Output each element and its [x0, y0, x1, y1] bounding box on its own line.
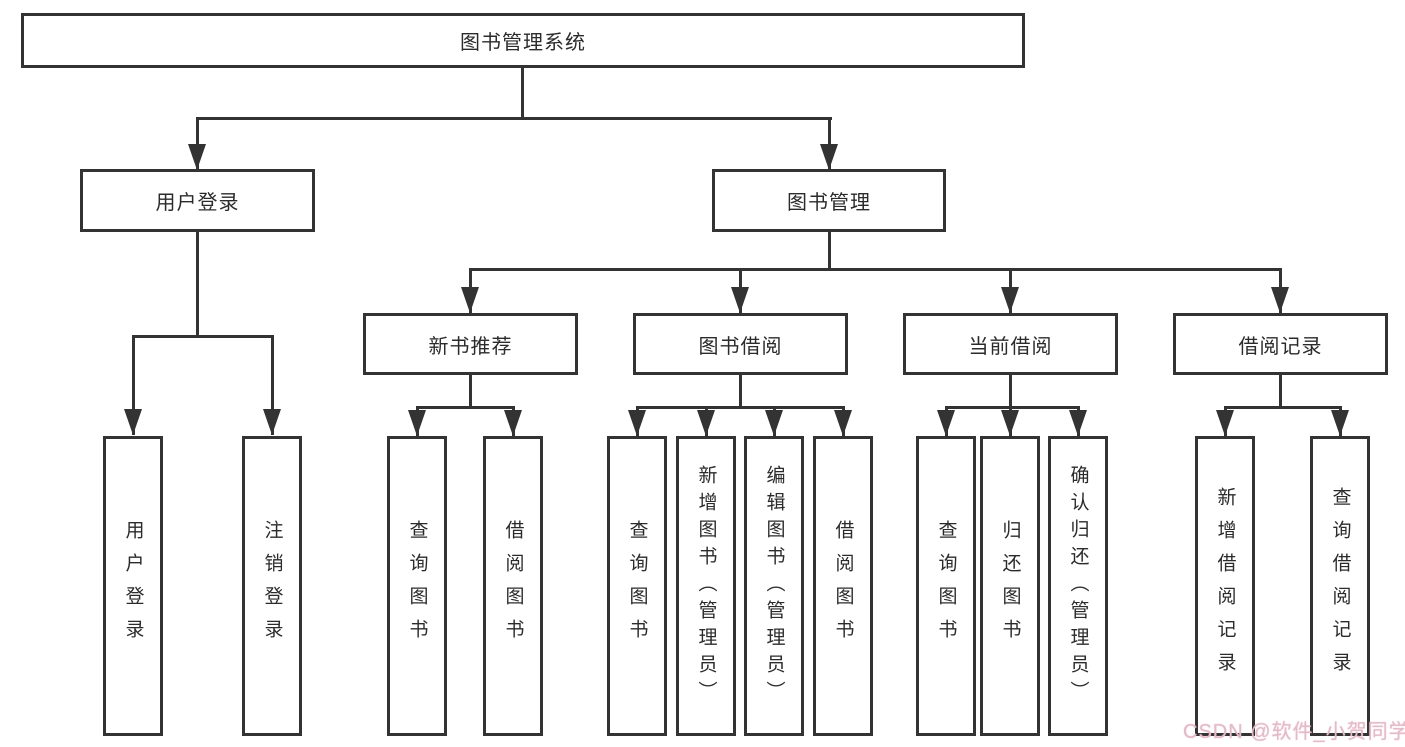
connector-borrow-bar [636, 406, 845, 409]
leaf-confirm-return-admin: 确认归还（管理员） [1048, 436, 1108, 736]
down-arrow [628, 407, 646, 436]
connector-management-stem [828, 230, 831, 271]
node-borrow-records: 借阅记录 [1173, 313, 1388, 375]
leaf-logout: 注销登录 [242, 436, 302, 736]
connector-root-bar [196, 117, 832, 120]
connector-current-bar [945, 406, 1080, 409]
down-arrow [765, 407, 783, 436]
connector-borrow-stem [739, 373, 742, 409]
connector-login-bar [132, 335, 274, 338]
connector-records-stem [1279, 373, 1282, 409]
down-arrow [937, 407, 955, 436]
down-arrow [1069, 407, 1087, 436]
down-arrow [504, 407, 522, 436]
connector-records-bar [1224, 406, 1342, 409]
connector-recommend-bar [416, 406, 515, 409]
leaf-query-borrow-record: 查询借阅记录 [1310, 436, 1370, 736]
connector-login-stem [196, 230, 199, 338]
leaf-add-borrow-record: 新增借阅记录 [1195, 436, 1255, 736]
node-user-login: 用户登录 [80, 169, 315, 232]
leaf-query-book-current: 查询图书 [916, 436, 976, 736]
leaf-return-book: 归还图书 [980, 436, 1040, 736]
node-book-management: 图书管理 [712, 169, 946, 232]
down-arrow [731, 269, 749, 313]
connector-current-stem [1009, 373, 1012, 409]
down-arrow [461, 269, 479, 313]
down-arrow [188, 118, 206, 170]
down-arrow [1331, 407, 1349, 436]
down-arrow [697, 407, 715, 436]
connector-management-bar [469, 268, 1282, 271]
down-arrow [408, 407, 426, 436]
down-arrow [1001, 269, 1019, 313]
connector-root-stem [521, 66, 524, 119]
down-arrow [124, 336, 142, 435]
down-arrow [1271, 269, 1289, 313]
down-arrow [1001, 407, 1019, 436]
node-new-book-recommend: 新书推荐 [363, 313, 578, 375]
down-arrow [834, 407, 852, 436]
leaf-query-book-recommend: 查询图书 [387, 436, 447, 736]
down-arrow [1216, 407, 1234, 436]
leaf-edit-book-admin: 编辑图书（管理员） [744, 436, 804, 736]
leaf-borrow-book: 借阅图书 [813, 436, 873, 736]
down-arrow [820, 118, 838, 170]
leaf-add-book-admin: 新增图书（管理员） [676, 436, 736, 736]
down-arrow [263, 336, 281, 435]
leaf-borrow-book-recommend: 借阅图书 [483, 436, 543, 736]
node-current-borrow: 当前借阅 [903, 313, 1118, 375]
csdn-watermark: CSDN @软件_小贺同学 [1183, 721, 1405, 743]
node-book-borrow: 图书借阅 [633, 313, 848, 375]
leaf-query-book-borrow: 查询图书 [607, 436, 667, 736]
leaf-user-login: 用户登录 [103, 436, 163, 736]
node-library-system: 图书管理系统 [21, 13, 1025, 68]
connector-recommend-stem [469, 373, 472, 409]
